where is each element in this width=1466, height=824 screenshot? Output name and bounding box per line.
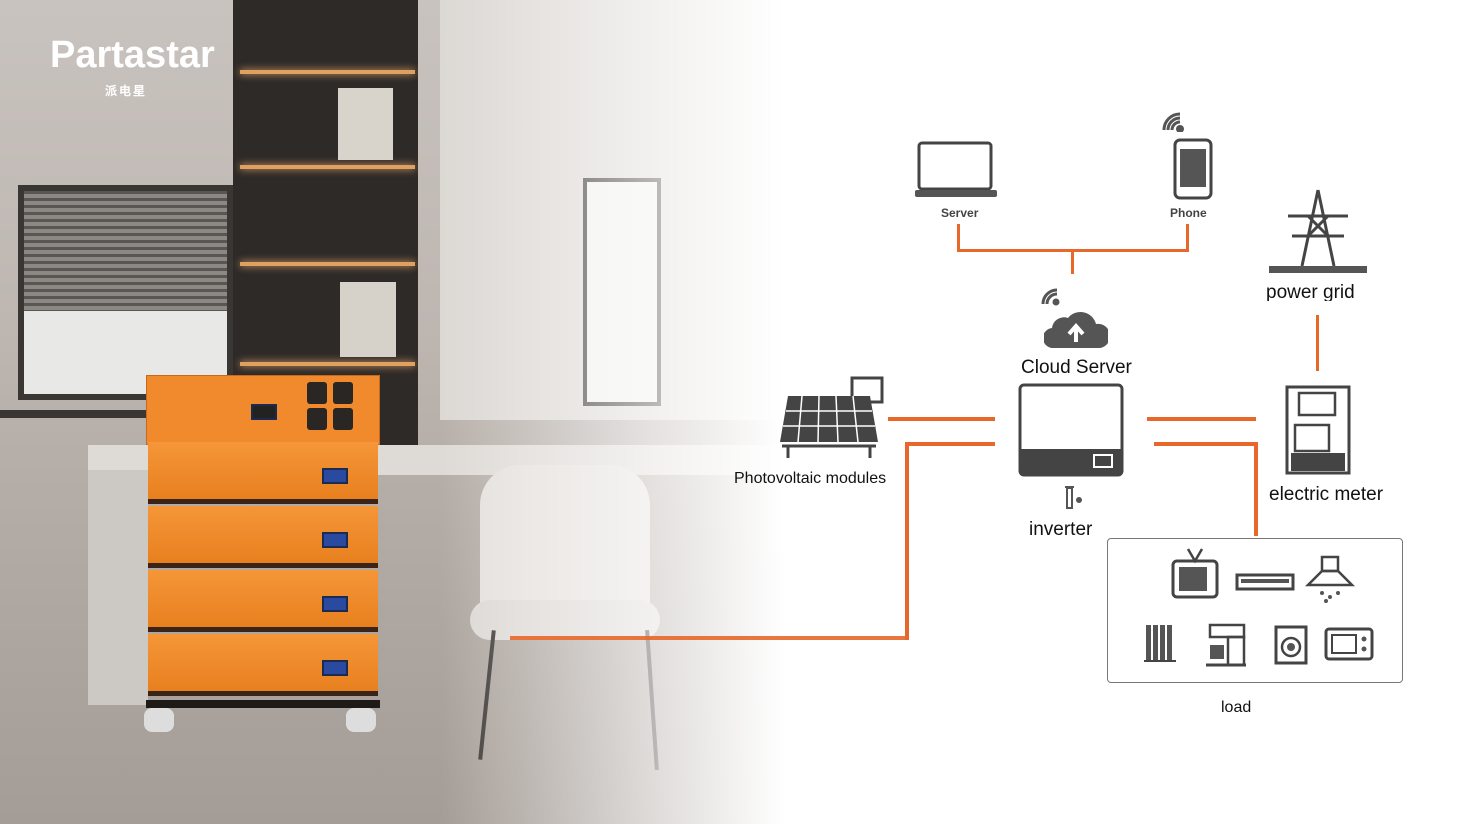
electric-meter-icon [1285,385,1351,475]
phone-label: Phone [1170,206,1207,220]
load-box [1107,538,1403,683]
plug-icon [1065,486,1082,509]
washing-machine-icon [1274,625,1308,665]
power-grid-label: power grid [1266,282,1355,301]
cloud-upload-icon [1044,312,1108,349]
connector-line [1147,417,1256,421]
brand-logo: Partastar 派电星 [50,34,215,98]
pv-label: Photovoltaic modules [734,470,887,487]
heater-icon [1144,625,1176,662]
inverter-icon [1018,383,1124,477]
range-hood-icon [1304,555,1356,603]
microwave-icon [1324,627,1374,661]
coffee-machine-icon [1206,623,1246,667]
server-label: Server [941,206,979,220]
tv-icon [1171,548,1219,599]
solar-panel-icon [780,376,884,458]
load-label: load [1221,699,1252,716]
wifi-icon [1162,112,1184,132]
laptop-icon [915,141,997,197]
connector-line [888,417,995,421]
electric-meter-label: electric meter [1269,484,1384,505]
inverter-label: inverter [1029,519,1093,540]
cloud-server-label: Cloud Server [1021,357,1132,378]
phone-icon [1173,138,1213,200]
air-conditioner-icon [1235,573,1295,591]
wifi-icon [1041,288,1060,306]
connector-line [1316,315,1319,371]
power-tower-icon [1269,189,1367,273]
